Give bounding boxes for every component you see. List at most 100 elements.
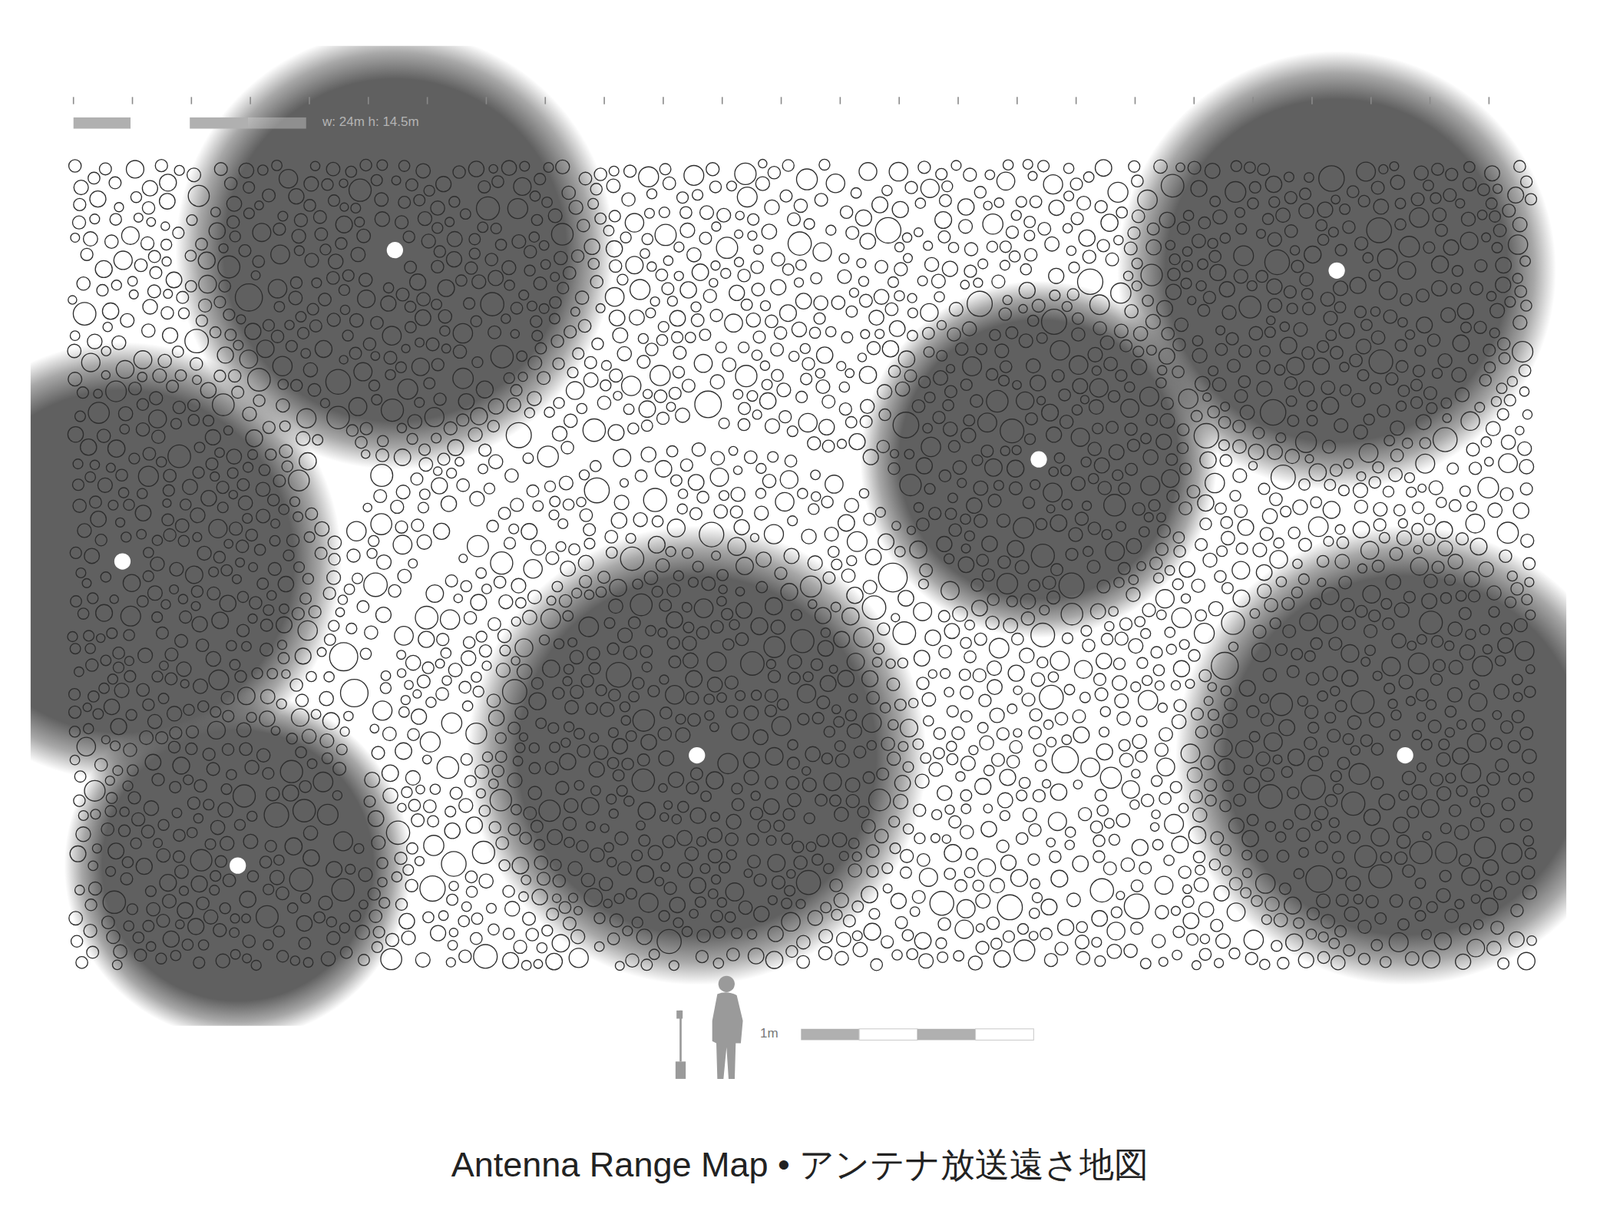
bubble [703, 289, 717, 303]
bubble [688, 577, 699, 588]
bubble [595, 303, 605, 313]
bubble [767, 925, 784, 942]
bubble [411, 813, 425, 827]
bubble [606, 793, 617, 804]
bubble [837, 670, 854, 687]
bubble [394, 626, 414, 645]
bubble [469, 233, 481, 245]
bubble [456, 479, 470, 492]
bubble [655, 268, 668, 281]
bubble [735, 211, 744, 220]
bubble [866, 844, 879, 857]
bubble [449, 786, 463, 800]
bubble [83, 231, 99, 247]
bubble [710, 909, 723, 922]
bubble [606, 546, 618, 558]
bubble [1285, 933, 1303, 951]
bubble [1328, 831, 1341, 843]
bubble [1256, 873, 1276, 893]
bubble [1117, 562, 1131, 576]
bubble [1342, 670, 1359, 687]
bubble [1091, 937, 1102, 948]
bubble [327, 570, 341, 585]
bubble [1118, 482, 1131, 495]
bubble [431, 477, 448, 494]
bubble [1284, 191, 1297, 204]
bubble [1459, 922, 1472, 935]
bubble [297, 327, 310, 339]
bubble [83, 630, 95, 642]
bubble [1104, 818, 1115, 829]
bubble [856, 258, 867, 268]
bubble [774, 567, 787, 580]
bubble [143, 800, 159, 816]
bubble [1282, 597, 1295, 610]
bubble [1371, 827, 1389, 846]
bubble [1248, 443, 1264, 460]
bubble [842, 608, 860, 625]
bubble [694, 598, 713, 618]
bubble [964, 651, 976, 663]
bubble [1487, 941, 1501, 956]
bubble [342, 269, 354, 281]
bubble [279, 444, 293, 458]
bubble [127, 764, 139, 776]
bubble [138, 647, 153, 663]
bubble [441, 712, 462, 733]
bubble [227, 215, 240, 229]
bubble [1200, 755, 1215, 770]
bubble [768, 670, 781, 683]
bubble [190, 849, 212, 871]
bubble [638, 166, 659, 187]
bubble [300, 592, 312, 605]
bubble [1000, 419, 1025, 443]
bubble [803, 671, 814, 682]
bubble [331, 878, 354, 901]
bubble [682, 636, 697, 651]
bubble [1130, 879, 1143, 892]
bubble [1054, 452, 1065, 463]
bubble [255, 482, 270, 496]
bubble [1286, 665, 1300, 678]
bubble [547, 829, 563, 845]
bubble [70, 233, 80, 243]
bubble [1166, 453, 1178, 466]
bubble [161, 306, 174, 319]
bubble [763, 798, 779, 814]
bubble [1352, 482, 1368, 498]
bubble [1024, 248, 1038, 262]
bubble [1368, 269, 1381, 281]
bubble [152, 368, 167, 383]
bubble [948, 492, 958, 503]
bubble [210, 819, 225, 834]
bubble [971, 600, 988, 616]
bubble [1058, 572, 1085, 599]
bubble [456, 413, 470, 427]
bubble [126, 903, 138, 915]
bubble [574, 905, 583, 915]
bubble [327, 535, 341, 549]
bubble [1256, 360, 1271, 374]
bubble [224, 177, 238, 190]
bubble [889, 842, 901, 854]
bubble [126, 160, 145, 179]
bubble [222, 710, 235, 722]
bubble [672, 366, 685, 378]
bubble [920, 178, 939, 198]
bubble [1047, 671, 1058, 682]
bubble [1028, 853, 1040, 866]
bubble [346, 622, 358, 634]
bubble [1317, 234, 1329, 245]
bubble [826, 174, 845, 193]
bubble [471, 912, 483, 925]
bubble [794, 277, 804, 288]
bubble [641, 446, 656, 462]
bubble [889, 162, 908, 182]
bubble [1100, 766, 1121, 788]
bubble [401, 786, 413, 798]
bubble [1022, 496, 1035, 509]
bubble [312, 434, 324, 446]
bubble [621, 376, 642, 396]
bubble [1275, 643, 1287, 655]
bubble [1512, 341, 1534, 363]
